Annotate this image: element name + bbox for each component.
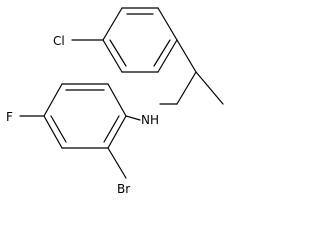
bond-n-c xyxy=(125,115,141,121)
double-bond xyxy=(109,39,127,67)
double-bond xyxy=(50,115,67,143)
bond xyxy=(43,83,63,117)
bond-c-br xyxy=(107,147,127,179)
bond xyxy=(176,71,197,105)
bond xyxy=(102,7,123,41)
methyl-bond xyxy=(195,71,224,105)
bond xyxy=(107,115,127,149)
double-bond xyxy=(103,115,120,143)
bond xyxy=(102,39,123,73)
structure-diagram: Cl NH F Br xyxy=(6,7,224,196)
bond xyxy=(107,83,127,117)
chlorophenyl-ring xyxy=(102,7,178,73)
bond xyxy=(157,39,178,73)
bromofluorophenyl-ring xyxy=(43,83,127,149)
bond xyxy=(176,39,197,73)
double-bond xyxy=(153,39,171,67)
bromine-label: Br xyxy=(117,182,130,196)
chlorine-label: Cl xyxy=(53,34,65,48)
bond xyxy=(157,7,178,41)
amine-label: NH xyxy=(141,113,159,127)
bond xyxy=(43,115,63,149)
fluorine-label: F xyxy=(6,110,13,124)
